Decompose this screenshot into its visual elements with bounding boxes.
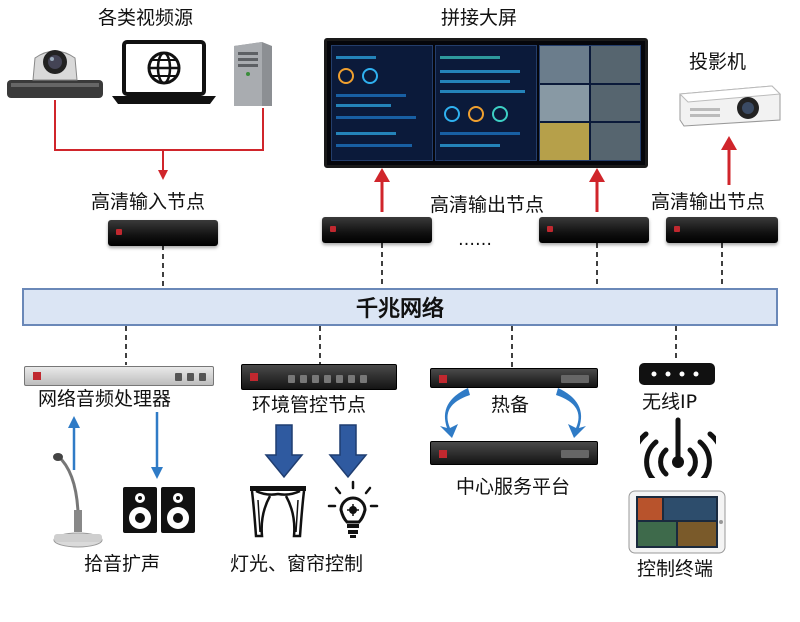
hd-output-node-box	[666, 217, 778, 243]
hd-output-node-box	[539, 217, 649, 243]
laptop-globe-icon	[112, 40, 216, 104]
hd-output-node-label-2: 高清输出节点	[651, 191, 766, 213]
hd-input-node-box	[108, 220, 218, 246]
curtain-icon	[250, 486, 306, 538]
projector-label: 投影机	[689, 51, 747, 73]
video-wall-screen	[324, 38, 648, 168]
audio-processor-device	[24, 366, 214, 386]
tablet-icon	[628, 490, 726, 554]
server-rack-bottom	[430, 441, 598, 465]
gigabit-network-label: 千兆网络	[355, 297, 444, 322]
projector-icon	[678, 85, 782, 127]
lightbulb-icon	[327, 480, 379, 538]
camera-feed	[540, 46, 589, 83]
camera-feed	[591, 84, 640, 122]
camera-feed	[540, 84, 589, 122]
microphone-icon	[53, 453, 103, 548]
wifi-icon	[640, 417, 716, 478]
video-sources-label: 各类视频源	[98, 7, 194, 29]
input-lines	[54, 100, 264, 180]
hot-standby-label: 热备	[491, 394, 530, 416]
central-server-label: 中心服务平台	[456, 476, 571, 498]
dashboard-panel	[435, 45, 537, 161]
env-control-device	[241, 364, 397, 390]
server-rack-top	[430, 368, 598, 388]
audio-processor-label: 网络音频处理器	[38, 388, 172, 410]
gigabit-network-bar: 千兆网络	[22, 288, 778, 326]
camera-feed	[540, 123, 589, 160]
camera-feed	[591, 46, 640, 83]
speaker-icon	[123, 487, 195, 533]
hd-output-node-box	[322, 217, 432, 243]
camera-feeds-panel	[539, 45, 641, 161]
dashboard-panel	[331, 45, 433, 161]
pickup-speaker-label: 拾音扩声	[84, 553, 161, 575]
ellipsis-label: ……	[458, 230, 492, 250]
control-terminal-label: 控制终端	[637, 558, 714, 580]
wireless-ip-label: 无线IP	[642, 391, 698, 413]
server-tower-icon	[234, 42, 272, 106]
hd-input-node-label: 高清输入节点	[91, 191, 206, 213]
control-arrows	[264, 424, 368, 479]
env-control-node-label: 环境管控节点	[252, 394, 367, 416]
hd-output-node-label-1: 高清输出节点	[430, 194, 545, 216]
camera-feed	[591, 123, 640, 160]
light-curtain-control-label: 灯光、窗帘控制	[230, 553, 364, 575]
camera-icon	[7, 50, 103, 98]
video-wall-label: 拼接大屏	[441, 7, 518, 29]
router-icon	[639, 363, 715, 385]
